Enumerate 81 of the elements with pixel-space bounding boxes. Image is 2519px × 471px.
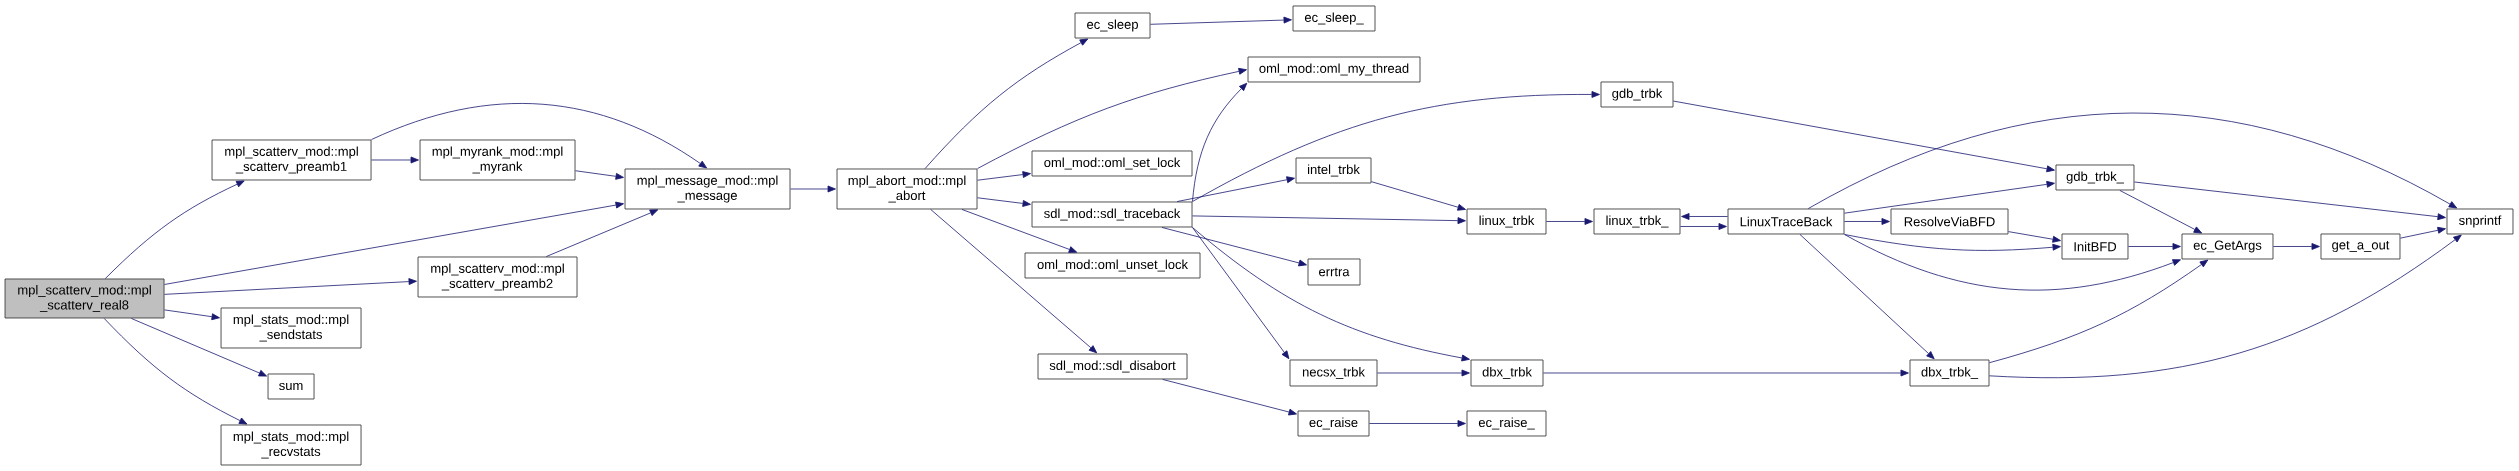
function-box: necsx_trbk bbox=[1289, 359, 1378, 387]
function-box: ResolveViaBFD bbox=[1890, 208, 2009, 235]
arrow bbox=[1543, 369, 1909, 377]
function-box: mpl_abort_mod::mpl _abort bbox=[836, 168, 978, 210]
arrow bbox=[103, 318, 248, 425]
arrow bbox=[1162, 379, 1297, 416]
arrow bbox=[1844, 234, 2181, 291]
arrow bbox=[104, 180, 245, 279]
function-box: ec_raise bbox=[1297, 410, 1370, 437]
function-box: intel_trbk bbox=[1295, 157, 1372, 184]
function-box: mpl_scatterv_mod::mpl _scatterv_real8 bbox=[4, 278, 165, 319]
arrow bbox=[545, 209, 659, 257]
function-box: oml_mod::oml_my_thread bbox=[1247, 56, 1421, 83]
function-box: sdl_mod::sdl_disabort bbox=[1037, 353, 1188, 380]
function-box: ec_sleep bbox=[1074, 12, 1151, 39]
arrow bbox=[1989, 234, 2462, 378]
arrow bbox=[1844, 234, 2061, 251]
arrow bbox=[1844, 180, 2055, 214]
arrow bbox=[1799, 234, 1935, 360]
arrow bbox=[164, 309, 220, 321]
arrow bbox=[961, 209, 1078, 253]
function-box: oml_mod::oml_unset_lock bbox=[1024, 252, 1201, 279]
arrow bbox=[1192, 91, 1600, 202]
arrow bbox=[164, 201, 624, 285]
arrow bbox=[1371, 181, 1466, 211]
function-box: errtra bbox=[1307, 258, 1361, 286]
arrow bbox=[1377, 369, 1470, 377]
arrow bbox=[1807, 112, 2458, 209]
arrow bbox=[371, 156, 419, 164]
arrow bbox=[930, 209, 1098, 354]
function-box: dbx_trbk_ bbox=[1909, 359, 1990, 387]
function-box: mpl_message_mod::mpl _message bbox=[624, 168, 791, 210]
arrow bbox=[2400, 226, 2446, 239]
arrow bbox=[1192, 82, 1248, 202]
arrow bbox=[164, 278, 417, 295]
arrow bbox=[1844, 218, 1890, 225]
arrow bbox=[1681, 213, 1728, 220]
function-box: snprintf bbox=[2446, 208, 2514, 235]
arrow bbox=[2273, 243, 2320, 250]
function-box: InitBFD bbox=[2061, 233, 2129, 260]
arrow bbox=[1176, 176, 1295, 202]
arrow bbox=[977, 67, 1247, 169]
arrow bbox=[1192, 227, 1290, 360]
function-box: mpl_stats_mod::mpl _recvstats bbox=[220, 424, 362, 466]
arrow bbox=[977, 197, 1031, 207]
arrow bbox=[790, 185, 836, 193]
arrow bbox=[1546, 218, 1593, 225]
function-box: mpl_scatterv_mod::mpl _scatterv_preamb2 bbox=[417, 256, 578, 298]
arrow bbox=[575, 170, 624, 180]
function-box: ec_GetArgs bbox=[2181, 233, 2274, 260]
function-box: oml_mod::oml_set_lock bbox=[1031, 150, 1193, 177]
arrow bbox=[2134, 181, 2446, 221]
function-box: linux_trbk_ bbox=[1593, 208, 1681, 235]
function-box: mpl_stats_mod::mpl _sendstats bbox=[220, 307, 362, 349]
function-box: ec_sleep_ bbox=[1292, 5, 1376, 32]
arrow bbox=[1192, 227, 1470, 362]
arrow bbox=[2008, 231, 2061, 243]
function-box: mpl_scatterv_mod::mpl _scatterv_preamb1 bbox=[211, 139, 372, 181]
arrow bbox=[1989, 259, 2209, 364]
function-box: get_a_out bbox=[2320, 233, 2401, 260]
arrow bbox=[2128, 243, 2181, 250]
arrow bbox=[1192, 215, 1466, 225]
arrow bbox=[371, 103, 707, 169]
function-box: ec_raise_ bbox=[1466, 410, 1547, 437]
function-box: gdb_trbk_ bbox=[2055, 164, 2135, 191]
arrow bbox=[1150, 16, 1292, 25]
function-box: sdl_mod::sdl_traceback bbox=[1031, 201, 1193, 228]
arrow bbox=[2119, 190, 2203, 234]
arrow bbox=[1369, 420, 1466, 427]
arrow bbox=[1161, 227, 1307, 267]
arrow bbox=[924, 38, 1089, 169]
arrow bbox=[977, 171, 1031, 181]
function-box: gdb_trbk bbox=[1600, 81, 1674, 108]
function-box: sum bbox=[267, 373, 315, 400]
arrow bbox=[1680, 223, 1727, 230]
function-box: LinuxTraceBack bbox=[1727, 208, 1845, 235]
arrow bbox=[1673, 100, 2055, 173]
function-box: mpl_myrank_mod::mpl _myrank bbox=[419, 139, 576, 181]
function-box: dbx_trbk bbox=[1470, 359, 1544, 387]
function-box: linux_trbk bbox=[1466, 208, 1547, 235]
arrow bbox=[130, 318, 267, 377]
